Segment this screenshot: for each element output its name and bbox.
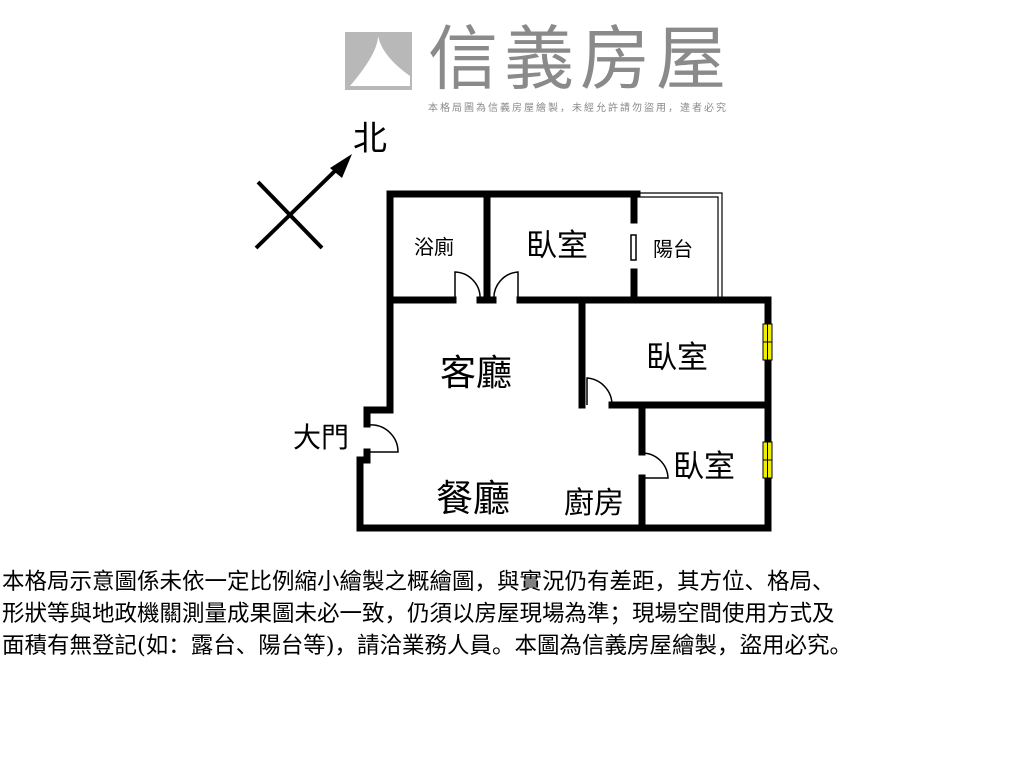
- room-bedroom-bottom: 臥室: [673, 449, 735, 485]
- disclaimer-line: 面積有無登記(如：露台、陽台等)，請洽業務人員。本圖為信義房屋繪製，盜用必究。: [2, 633, 853, 659]
- room-dining: 餐廳: [436, 477, 510, 520]
- room-bedroom-mid: 臥室: [646, 340, 708, 376]
- room-bath: 浴廁: [414, 235, 454, 259]
- balcony-railing: [637, 192, 723, 300]
- north-arrow-icon: [254, 154, 352, 250]
- disclaimer: 本格局示意圖係未依一定比例縮小繪製之概繪圖，與實況仍有差距，其方位、格局、 形狀…: [2, 566, 1024, 662]
- walls: [356, 190, 772, 532]
- room-balcony: 陽台: [653, 237, 693, 261]
- watermark-brand: 信義房屋: [428, 18, 732, 100]
- room-entrance: 大門: [293, 421, 350, 454]
- watermark-logo-icon: [345, 32, 412, 90]
- disclaimer-line: 形狀等與地政機關測量成果圖未必一致，仍須以房屋現場為準；現場空間使用方式及: [2, 601, 835, 627]
- room-bedroom-top: 臥室: [526, 228, 588, 264]
- doors: [368, 234, 669, 479]
- room-living: 客廳: [440, 353, 513, 394]
- room-kitchen: 廚房: [564, 486, 624, 521]
- compass-label: 北: [353, 119, 387, 159]
- windows: [762, 323, 773, 479]
- disclaimer-line: 本格局示意圖係未依一定比例縮小繪製之概繪圖，與實況仍有差距，其方位、格局、: [2, 569, 835, 595]
- watermark-notice: 本格局圖為信義房屋繪製，未經允許請勿盜用，違者必究: [428, 103, 728, 114]
